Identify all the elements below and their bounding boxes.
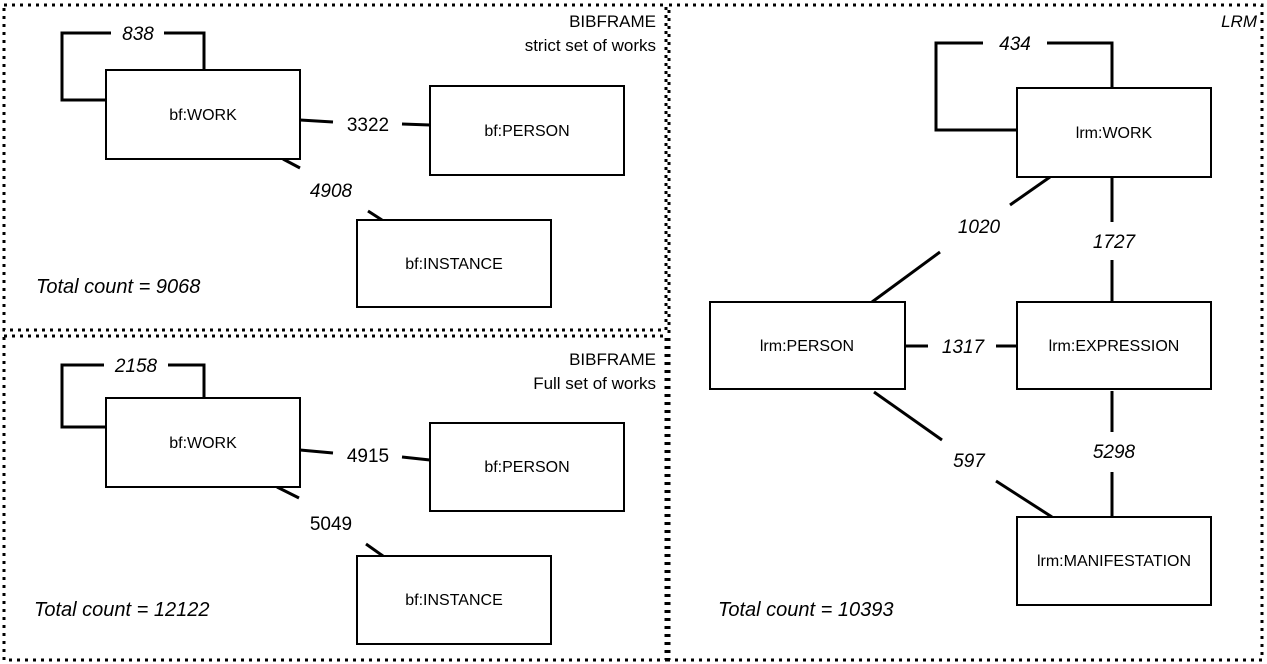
lrm-label-person-expression: 1317 [942, 337, 986, 358]
lrm-label-work-expression: 1727 [1093, 232, 1137, 253]
svg-text:bf:PERSON: bf:PERSON [484, 123, 569, 140]
lrm-node-work: lrm:WORK [1016, 87, 1212, 178]
bf-full-edge-work-instance-b [365, 542, 384, 558]
svg-text:bf:WORK: bf:WORK [169, 435, 237, 452]
panel-borders [2, 3, 1264, 662]
bf-strict-title: BIBFRAME [569, 12, 656, 31]
bf-full-label-work-instance: 5049 [310, 514, 352, 535]
bf-strict-subtitle: strict set of works [525, 36, 656, 55]
bf-full-self-loop-end [168, 363, 206, 398]
bf-strict-self-loop-end [164, 31, 206, 70]
svg-text:bf:WORK: bf:WORK [169, 107, 237, 124]
lrm-self-loop [934, 41, 1017, 132]
bf-strict-node-work: bf:WORK [105, 69, 301, 160]
bf-strict-edge-work-person-b [401, 122, 431, 127]
svg-text:bf:PERSON: bf:PERSON [484, 459, 569, 476]
lrm-panel-border [667, 3, 1264, 662]
svg-text:bf:INSTANCE: bf:INSTANCE [405, 256, 503, 273]
bf-strict-node-person: bf:PERSON [429, 85, 625, 176]
bf-full-label-work-person: 4915 [347, 446, 389, 467]
lrm-label-work-person: 1020 [958, 217, 1001, 238]
lrm-edge-person-manifestation-a [873, 390, 943, 442]
bf-full-title: BIBFRAME [569, 350, 656, 369]
lrm-panel: LRM lrm:WORK lrm:PERSON lrm:EXPRESSION [709, 12, 1258, 621]
bf-full-label-self-loop: 2158 [114, 356, 158, 377]
lrm-total: Total count = 10393 [718, 599, 894, 621]
bf-full-edge-work-instance-a [276, 485, 300, 500]
bf-strict-label-work-person: 3322 [347, 115, 389, 136]
lrm-node-person: lrm:PERSON [709, 301, 906, 390]
svg-text:lrm:WORK: lrm:WORK [1076, 125, 1153, 142]
lrm-label-expression-manifestation: 5298 [1093, 442, 1136, 463]
bf-strict-total: Total count = 9068 [36, 276, 200, 298]
bf-full-node-person: bf:PERSON [429, 422, 625, 512]
lrm-node-manifestation: lrm:MANIFESTATION [1016, 516, 1212, 606]
lrm-edge-person-manifestation-b [995, 479, 1053, 519]
svg-text:bf:INSTANCE: bf:INSTANCE [405, 592, 503, 609]
lrm-self-loop-end [1047, 41, 1114, 88]
bf-strict-label-work-instance: 4908 [310, 181, 353, 202]
lrm-node-expression: lrm:EXPRESSION [1016, 301, 1212, 390]
bf-full-subtitle: Full set of works [533, 374, 656, 393]
bf-full-edge-work-person-a [299, 448, 334, 455]
bf-strict-edge-work-instance-b [367, 209, 383, 222]
lrm-edges [871, 41, 1114, 519]
lrm-edge-work-person-a [1009, 175, 1051, 207]
bf-strict-panel: BIBFRAME strict set of works bf:WORK bf:… [36, 12, 656, 308]
bf-full-node-work: bf:WORK [105, 397, 301, 488]
lrm-label-self-loop: 434 [999, 34, 1031, 55]
svg-text:lrm:EXPRESSION: lrm:EXPRESSION [1049, 338, 1180, 355]
lrm-label-person-manifestation: 597 [953, 451, 986, 472]
bf-strict-edge-work-instance-a [282, 157, 301, 170]
svg-text:lrm:PERSON: lrm:PERSON [760, 338, 854, 355]
bf-full-node-instance: bf:INSTANCE [356, 555, 552, 645]
bf-full-panel-border [2, 334, 668, 662]
svg-text:lrm:MANIFESTATION: lrm:MANIFESTATION [1037, 553, 1191, 570]
bf-full-panel: BIBFRAME Full set of works bf:WORK bf:PE… [34, 350, 656, 645]
lrm-edge-work-person-b [871, 250, 941, 304]
bf-full-edge-work-person-b [401, 455, 431, 462]
bf-strict-self-loop [60, 31, 111, 102]
bf-strict-panel-border [2, 3, 668, 332]
bf-strict-node-instance: bf:INSTANCE [356, 219, 552, 308]
bf-full-edges [60, 363, 431, 558]
bf-strict-label-self-loop: 838 [122, 24, 154, 45]
lrm-title: LRM [1221, 12, 1258, 31]
bf-full-self-loop [60, 363, 106, 429]
bf-strict-edge-work-person-a [299, 118, 334, 124]
bf-full-total: Total count = 12122 [34, 599, 210, 621]
bf-strict-edges [60, 31, 431, 222]
